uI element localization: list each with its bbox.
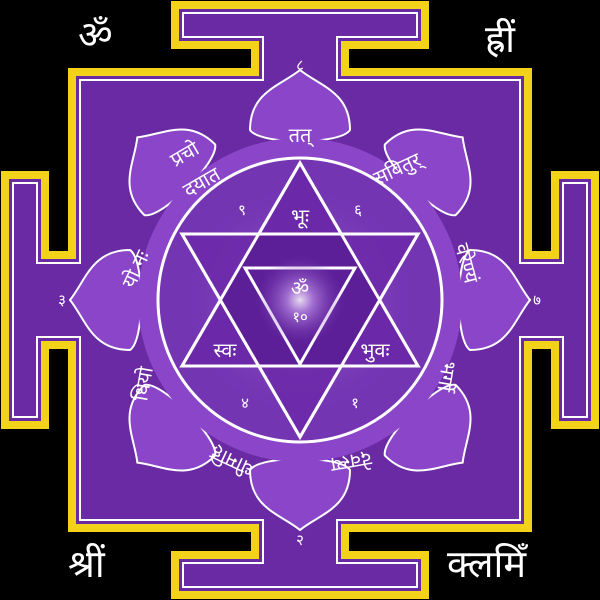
word-bhuvah: भुवः bbox=[360, 338, 390, 363]
gate-number-top: ८ bbox=[296, 56, 304, 74]
gate-number-left: ३ bbox=[58, 291, 66, 309]
word-bhuh: भूः bbox=[291, 204, 310, 229]
gate-number-right: ७ bbox=[533, 291, 541, 309]
inner-number-top-right: ६ bbox=[354, 201, 362, 219]
inner-number-bottom-left: ४ bbox=[241, 394, 249, 412]
petal-text-top: तत् bbox=[289, 123, 315, 148]
inner-number-bottom-right: १ bbox=[351, 394, 359, 412]
center-om: ॐ bbox=[291, 276, 309, 300]
center-number: १० bbox=[292, 308, 308, 326]
petal-text-left: धियो bbox=[128, 364, 158, 403]
corner-bottom-left: श्रीं bbox=[68, 542, 106, 586]
corner-bottom-right: क्लमिँ bbox=[447, 542, 528, 586]
outer-square-inner-line bbox=[12, 12, 588, 588]
corner-top-right: ह्रीं bbox=[485, 17, 516, 61]
bindu-glow bbox=[255, 255, 345, 345]
inner-number-top-left: ९ bbox=[238, 201, 246, 219]
corner-top-left: ॐ bbox=[78, 13, 113, 57]
word-svah: स्वः bbox=[214, 338, 238, 362]
gate-number-bottom: २ bbox=[296, 531, 304, 549]
petal-text-bottom-right: भर्गो bbox=[432, 359, 461, 394]
